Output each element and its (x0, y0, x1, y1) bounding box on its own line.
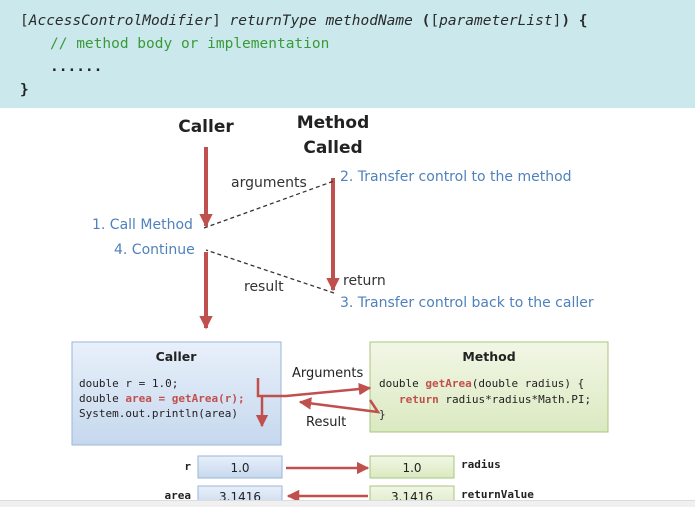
r-value: 1.0 (230, 461, 249, 475)
step-2-label: 2. Transfer control to the method (340, 169, 572, 185)
method-code-line-1: double getArea(double radius) { (379, 377, 584, 390)
syntax-signature-line: [AccessControlModifier] returnType metho… (20, 10, 588, 32)
arguments-dashed-line (203, 180, 335, 229)
access-modifier-token: AccessControlModifier (28, 13, 213, 29)
radius-value-box (369, 455, 455, 479)
method-name-token: methodName (325, 13, 413, 29)
method-box-title: Method (462, 349, 515, 364)
step-1-label: 1. Call Method (92, 217, 193, 233)
method-code-line-2: return radius*radius*Math.PI; (399, 393, 591, 406)
area-variable-label: area (165, 489, 192, 502)
return-type-token: returnType (229, 13, 317, 29)
method-syntax-code: [AccessControlModifier] returnType metho… (0, 0, 695, 108)
syntax-dots-line: ...... (50, 59, 103, 75)
caller-box-title: Caller (156, 349, 198, 364)
step-3-label: 3. Transfer control back to the caller (340, 295, 594, 311)
result-arrow (298, 397, 381, 414)
result-label: result (244, 279, 284, 295)
radius-value: 1.0 (402, 461, 421, 475)
arguments-arrow-label: Arguments (292, 366, 363, 381)
r-variable-label: r (184, 460, 191, 473)
syntax-close-brace: } (20, 82, 29, 98)
bracket: [ (430, 13, 440, 29)
bracket: ] (212, 13, 221, 29)
bracket: [ (20, 13, 29, 29)
method-heading-line2: Called (303, 138, 362, 158)
bracket: ] (552, 13, 562, 29)
method-box (369, 341, 609, 433)
caller-code-line-1: double r = 1.0; (79, 377, 178, 390)
brace: { (578, 13, 588, 29)
bottom-scroll-edge (0, 500, 695, 507)
paren: ( (421, 13, 431, 29)
radius-parameter-label: radius (461, 458, 501, 471)
arguments-label: arguments (231, 175, 307, 191)
caller-heading: Caller (178, 117, 234, 137)
paren: ) (561, 13, 571, 29)
return-label: return (343, 273, 386, 289)
method-heading-line1: Method (297, 113, 370, 133)
caller-code-line-3: System.out.println(area) (79, 407, 238, 420)
caller-box (71, 341, 282, 446)
method-code-line-3: } (379, 408, 386, 421)
result-dashed-line (205, 249, 335, 294)
syntax-comment-line: // method body or implementation (50, 36, 330, 52)
arguments-arrow (256, 378, 372, 398)
return-value-label: returnValue (461, 488, 534, 501)
step-4-label: 4. Continue (114, 242, 195, 258)
caller-code-line-2: double area = getArea(r); (79, 392, 245, 405)
parameter-list-token: parameterList (439, 13, 553, 29)
result-arrow-label: Result (306, 415, 346, 430)
r-value-box (197, 455, 283, 479)
